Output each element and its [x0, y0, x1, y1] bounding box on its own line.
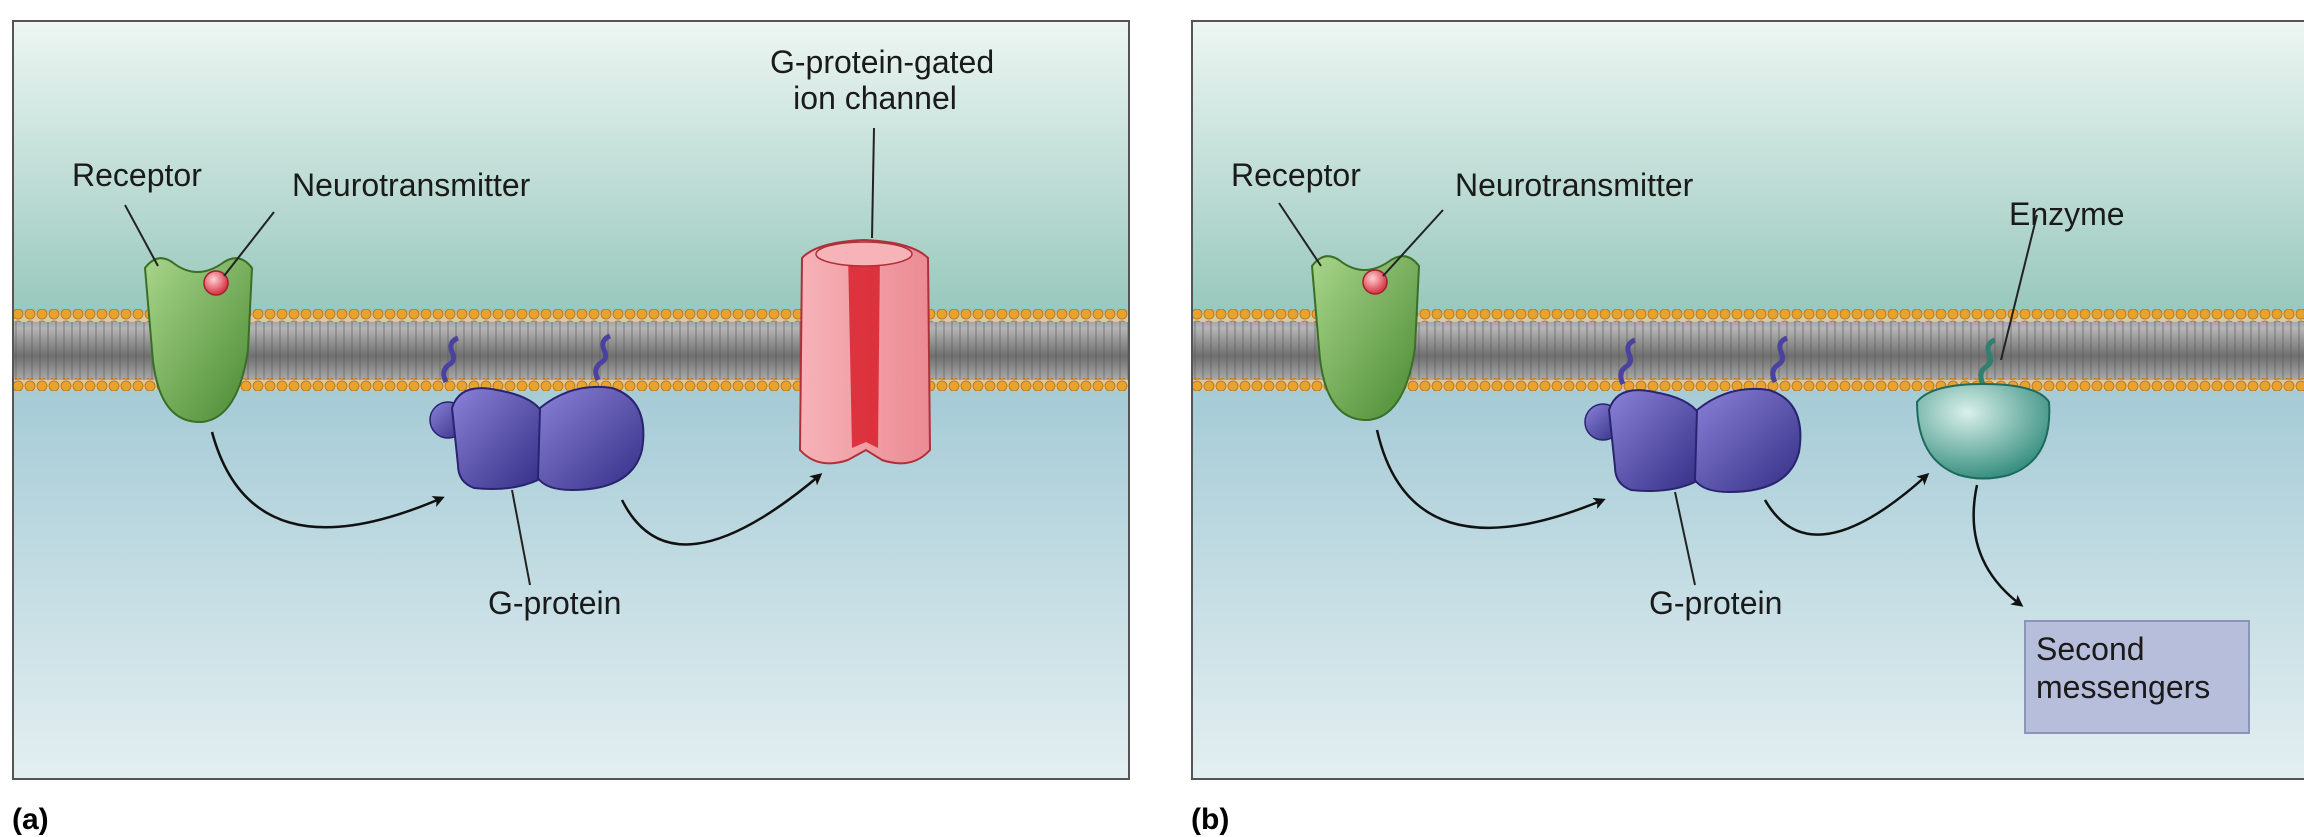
enzyme-shape	[1915, 337, 2051, 480]
second-messengers-line2: messengers	[2036, 669, 2211, 706]
enzyme-label: Enzyme	[2009, 196, 2125, 232]
panel-a: Receptor Neurotransmitter G-protein-gate…	[12, 20, 1130, 836]
ion-channel-label: G-protein-gated ion channel	[770, 44, 995, 117]
panel-a-letter: (a)	[12, 803, 49, 836]
receptor-shape	[1310, 255, 1421, 422]
g-protein-label: G-protein	[1649, 585, 1783, 621]
ion-channel-shape	[798, 238, 932, 465]
neurotransmitter-molecule	[203, 270, 229, 296]
neurotransmitter-label: Neurotransmitter	[292, 167, 531, 203]
neurotransmitter-molecule	[1362, 269, 1388, 295]
panel-a-diagram	[12, 20, 1130, 780]
receptor-shape	[143, 257, 254, 424]
g-protein-label: G-protein	[488, 585, 622, 621]
ion-channel-label-line2: ion channel	[793, 79, 957, 116]
second-messengers-box: Second messengers	[2024, 620, 2250, 734]
ion-channel-label-line1: G-protein-gated	[770, 44, 995, 80]
extracellular-region	[1191, 20, 2304, 312]
second-messengers-line1: Second	[2036, 631, 2145, 667]
panel-b-letter: (b)	[1191, 803, 1230, 836]
panel-b: Receptor Neurotransmitter Enzyme G-prote…	[1191, 20, 2304, 836]
g-protein-shape	[429, 333, 645, 492]
receptor-label: Receptor	[1231, 157, 1361, 193]
g-protein-shape	[1584, 335, 1802, 494]
neurotransmitter-label: Neurotransmitter	[1455, 167, 1694, 203]
extracellular-region	[12, 20, 1130, 312]
receptor-label: Receptor	[72, 157, 202, 193]
panel-b-diagram	[1191, 20, 2304, 780]
